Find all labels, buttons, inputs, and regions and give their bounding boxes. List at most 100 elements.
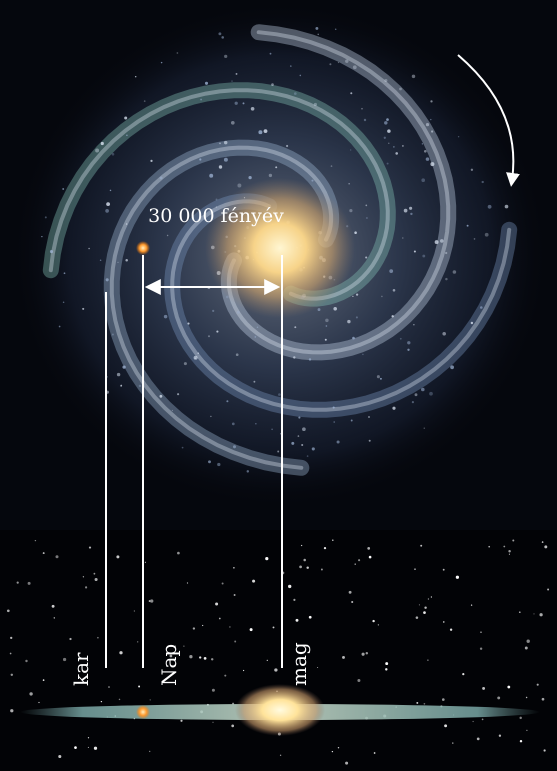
star	[82, 576, 85, 578]
star	[252, 579, 256, 583]
galaxy-speckle	[365, 204, 368, 207]
star	[345, 761, 349, 765]
galaxy-speckle	[218, 32, 222, 36]
spiral-arm	[109, 145, 334, 470]
galaxy-speckle	[333, 307, 337, 311]
galaxy-speckle	[504, 204, 509, 209]
galaxy-speckle	[434, 240, 439, 245]
galaxy-face-on	[15, 5, 545, 505]
star	[93, 746, 98, 750]
galaxy-speckle	[425, 157, 430, 161]
galaxy-speckle	[143, 100, 146, 102]
star	[116, 555, 120, 559]
star	[332, 539, 334, 541]
rotation-arrow-icon	[457, 54, 520, 187]
star	[87, 746, 89, 748]
galaxy-speckle	[181, 446, 184, 449]
star	[242, 669, 245, 672]
galaxy-speckle	[255, 423, 257, 425]
star	[498, 734, 502, 737]
star	[331, 750, 334, 753]
galaxy-speckle	[306, 455, 309, 457]
galaxy-speckle	[330, 165, 333, 167]
galaxy-speckle	[82, 307, 85, 310]
star	[199, 656, 202, 659]
star	[144, 561, 146, 563]
star	[416, 701, 419, 704]
galaxy-speckle	[421, 178, 426, 183]
star	[288, 584, 292, 589]
spiral-arm	[103, 139, 340, 476]
galaxy-speckle	[237, 183, 242, 188]
star	[100, 700, 103, 703]
star	[233, 566, 235, 569]
galaxy-speckle	[99, 259, 102, 262]
galaxy-speckle	[215, 198, 218, 201]
star	[365, 651, 369, 655]
galaxy-speckle	[134, 75, 137, 78]
star	[372, 619, 375, 623]
star	[233, 594, 236, 596]
galaxy-speckle	[163, 314, 168, 319]
star	[442, 698, 445, 701]
galaxy-speckle	[200, 98, 203, 101]
galaxy-speckle	[352, 295, 354, 298]
galaxy-speckle	[95, 148, 100, 153]
star	[443, 621, 445, 623]
star	[229, 626, 231, 628]
star	[279, 754, 282, 756]
galaxy-speckle	[221, 36, 224, 39]
galaxy-speckle	[231, 422, 235, 426]
galaxy-speckle	[414, 393, 418, 397]
star	[295, 618, 299, 622]
galaxy-speckle	[183, 362, 187, 366]
star	[16, 581, 19, 584]
galaxy-speckle	[389, 269, 394, 273]
star	[224, 674, 227, 677]
galaxy-speckle	[355, 293, 359, 296]
star	[470, 604, 473, 606]
galaxy-speckle	[392, 406, 396, 410]
galactic-core	[205, 178, 355, 318]
galaxy-speckle	[278, 393, 281, 396]
galaxy-speckle	[105, 278, 109, 282]
star	[203, 657, 207, 660]
galaxy-speckle	[411, 401, 414, 404]
galaxy-speckle	[231, 80, 233, 82]
star	[524, 646, 528, 650]
galaxy-speckle	[256, 326, 259, 329]
star	[442, 568, 445, 571]
galaxy-speckle	[365, 216, 368, 220]
star	[10, 636, 13, 640]
star	[189, 655, 193, 659]
distance-label: 30 000 fényév	[148, 205, 284, 227]
galaxy-speckle	[100, 141, 104, 146]
arm-label: kar	[69, 652, 93, 686]
star	[320, 568, 323, 571]
star	[202, 624, 204, 627]
galaxy-speckle	[223, 140, 228, 145]
galaxy-speckle	[236, 310, 240, 314]
galaxy-speckle	[423, 149, 427, 153]
star	[476, 737, 480, 741]
galaxy-speckle	[401, 144, 404, 147]
galaxy-speckle	[421, 143, 424, 145]
galaxy-speckle	[363, 118, 367, 122]
galaxy-speckle	[63, 272, 66, 275]
galaxy-speckle	[386, 162, 389, 165]
galaxy-speckle	[439, 239, 444, 243]
star	[265, 557, 269, 561]
galaxy-speckle	[111, 152, 115, 156]
galaxy-speckle	[450, 365, 454, 370]
galaxy-speckle	[185, 208, 187, 210]
galaxy-speckle	[293, 356, 296, 359]
star	[137, 641, 139, 643]
galaxy-speckle	[235, 72, 238, 75]
galaxy-speckle	[345, 59, 349, 63]
galaxy-speckle	[230, 120, 235, 125]
star	[526, 729, 528, 732]
galaxy-speckle	[176, 52, 179, 54]
galaxy-speckle	[332, 406, 335, 409]
galaxy-speckle	[384, 78, 388, 83]
